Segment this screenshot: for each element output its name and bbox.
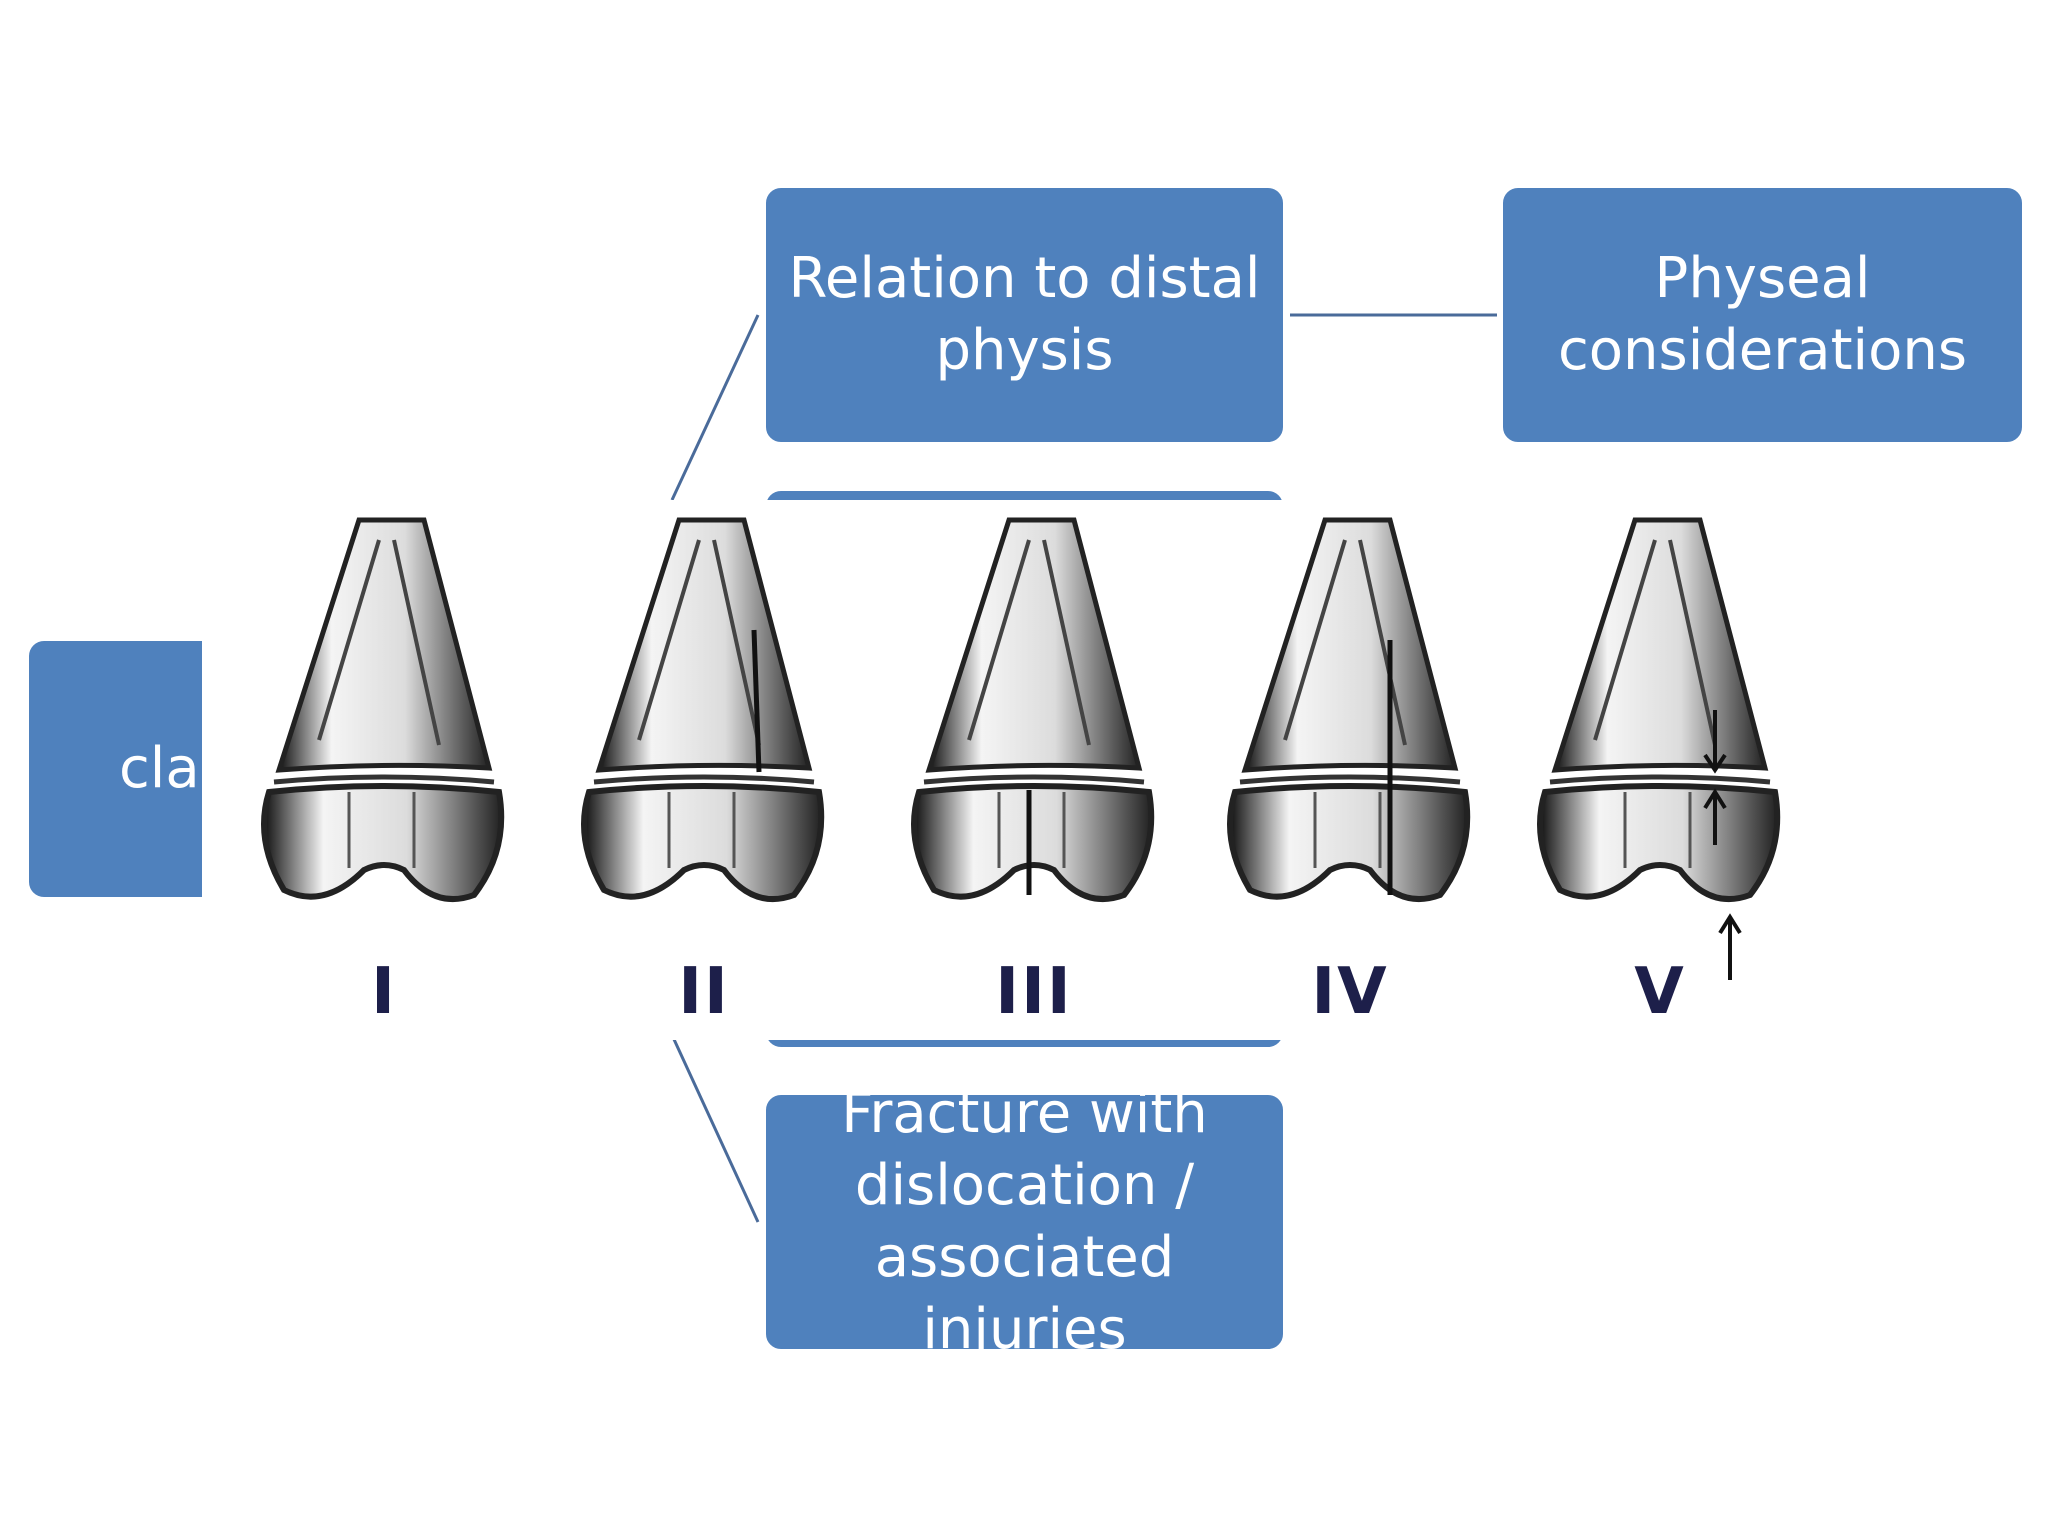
- relation-to-distal-physis-box: Relation to distal physis: [763, 185, 1286, 445]
- fracture-with-dislocation-box: Fracture with dislocation / associated i…: [763, 1081, 1286, 1362]
- physis-line: [923, 774, 1145, 785]
- condyle-lines: [1623, 792, 1692, 868]
- physis-line: [1239, 774, 1461, 785]
- shaft-lines: [1283, 539, 1407, 746]
- compression-arrows: [1703, 710, 1742, 980]
- shaft-lines: [1593, 539, 1717, 746]
- type-ii-label: II: [678, 955, 730, 1029]
- metaphysis: [1551, 517, 1769, 773]
- physis-line: [273, 774, 495, 785]
- salter-harris-figure: I II III IV V: [202, 500, 1822, 1040]
- shaft-lines: [637, 539, 761, 746]
- shaft-lines: [967, 539, 1091, 746]
- type-iv-label: IV: [1311, 955, 1389, 1029]
- shaft-lines: [317, 539, 441, 746]
- fracture-line: [751, 629, 762, 773]
- type-i-label: I: [371, 955, 397, 1029]
- relation-to-distal-physis-label: Relation to distal physis: [788, 246, 1261, 383]
- bone-type-2: [581, 517, 825, 903]
- bone-type-4: [1227, 517, 1471, 903]
- condyle-lines: [347, 792, 416, 868]
- bone-type-3: [911, 517, 1155, 903]
- type-iii-label: III: [995, 955, 1073, 1029]
- physis-line: [1549, 774, 1771, 785]
- physeal-considerations-box: Physeal considerations: [1500, 185, 2025, 445]
- metaphysis: [1241, 517, 1459, 773]
- connector-to-relation: [670, 314, 760, 501]
- epiphysis: [1537, 783, 1781, 903]
- connector-to-fracture: [670, 1034, 760, 1223]
- classification-box-partial: clas: [26, 638, 206, 900]
- epiphysis: [1227, 783, 1471, 903]
- condyle-lines: [997, 792, 1066, 868]
- epiphysis: [261, 783, 505, 903]
- physeal-considerations-label: Physeal considerations: [1557, 246, 1968, 383]
- metaphysis: [275, 517, 493, 773]
- bone-drawings: [261, 517, 1781, 980]
- fracture-with-dislocation-label: Fracture with dislocation / associated i…: [841, 1081, 1208, 1362]
- epiphysis: [911, 783, 1155, 903]
- classification-label-partial: clas: [119, 736, 206, 801]
- epiphysis: [581, 783, 825, 903]
- metaphysis: [595, 517, 813, 773]
- condyle-lines: [1313, 792, 1382, 868]
- type-v-label: V: [1634, 955, 1686, 1029]
- condyle-lines: [667, 792, 736, 868]
- physis-line: [593, 774, 815, 785]
- bone-type-5: [1537, 517, 1781, 980]
- metaphysis: [925, 517, 1143, 773]
- bone-type-1: [261, 517, 505, 903]
